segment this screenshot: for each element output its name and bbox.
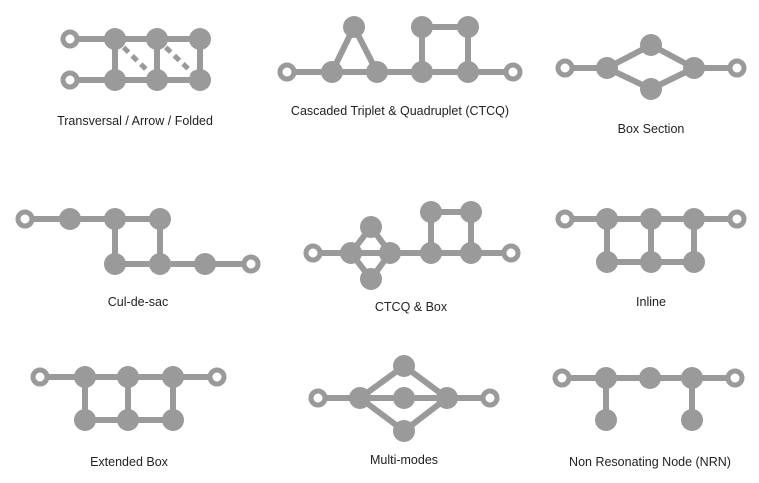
resonator-node <box>640 251 662 273</box>
resonator-node <box>104 69 126 91</box>
label-transversal: Transversal / Arrow / Folded <box>57 114 213 128</box>
resonator-node <box>104 28 126 50</box>
port-node <box>555 58 575 78</box>
resonator-node <box>393 420 415 442</box>
resonator-node <box>162 366 184 388</box>
port-node <box>555 209 575 229</box>
port-node <box>277 62 297 82</box>
port-node <box>30 367 50 387</box>
label-ctcq-box: CTCQ & Box <box>375 300 448 314</box>
label-extended-box: Extended Box <box>90 455 169 469</box>
port-node <box>241 254 261 274</box>
graph-ctcq-box <box>303 201 521 290</box>
port-node <box>60 70 80 90</box>
resonator-node <box>681 367 703 389</box>
resonator-node <box>189 28 211 50</box>
resonator-node <box>393 387 415 409</box>
port-node <box>15 209 35 229</box>
resonator-node <box>360 268 382 290</box>
resonator-node <box>146 28 168 50</box>
resonator-node <box>189 69 211 91</box>
resonator-node <box>117 409 139 431</box>
port-node <box>303 243 323 263</box>
resonator-node <box>596 251 618 273</box>
port-node <box>725 368 745 388</box>
resonator-node <box>595 367 617 389</box>
resonator-node <box>349 387 371 409</box>
resonator-node <box>683 208 705 230</box>
label-ctcq: Cascaded Triplet & Quadruplet (CTCQ) <box>291 104 509 118</box>
resonator-node <box>340 242 362 264</box>
resonator-node <box>460 201 482 223</box>
resonator-node <box>640 78 662 100</box>
graph-multi-modes <box>308 355 500 442</box>
resonator-node <box>596 57 618 79</box>
resonator-node <box>436 387 458 409</box>
resonator-node <box>104 208 126 230</box>
graph-ctcq <box>277 16 523 83</box>
resonator-node <box>321 61 343 83</box>
label-nrn: Non Resonating Node (NRN) <box>569 455 731 469</box>
resonator-node <box>457 61 479 83</box>
resonator-node <box>420 242 442 264</box>
resonator-node <box>640 34 662 56</box>
resonator-node <box>393 355 415 377</box>
graph-transversal <box>60 28 211 91</box>
resonator-node <box>379 242 401 264</box>
port-node <box>503 62 523 82</box>
resonator-node <box>104 253 126 275</box>
graph-box-section <box>555 34 747 100</box>
resonator-node <box>681 409 703 431</box>
graph-inline <box>555 208 747 273</box>
graph-nrn <box>552 367 745 431</box>
resonator-node <box>360 216 382 238</box>
resonator-node <box>596 208 618 230</box>
resonator-node <box>149 253 171 275</box>
resonator-node <box>162 409 184 431</box>
resonator-node <box>460 242 482 264</box>
port-node <box>552 368 572 388</box>
resonator-node <box>74 409 96 431</box>
port-node <box>727 58 747 78</box>
resonator-node <box>683 57 705 79</box>
resonator-node <box>640 208 662 230</box>
resonator-node <box>411 16 433 38</box>
label-cul-de-sac: Cul-de-sac <box>108 295 168 309</box>
port-node <box>480 388 500 408</box>
graph-cul-de-sac <box>15 208 261 275</box>
port-node <box>207 367 227 387</box>
resonator-node <box>366 61 388 83</box>
resonator-node <box>639 367 661 389</box>
resonator-node <box>59 208 81 230</box>
port-node <box>308 388 328 408</box>
port-node <box>60 29 80 49</box>
resonator-node <box>146 69 168 91</box>
label-inline: Inline <box>636 295 666 309</box>
resonator-node <box>457 16 479 38</box>
graph-extended-box <box>30 366 227 431</box>
port-node <box>727 209 747 229</box>
resonator-node <box>343 16 365 38</box>
resonator-node <box>595 409 617 431</box>
label-multi-modes: Multi-modes <box>370 453 438 467</box>
resonator-node <box>683 251 705 273</box>
resonator-node <box>74 366 96 388</box>
resonator-node <box>194 253 216 275</box>
label-box-section: Box Section <box>618 122 685 136</box>
resonator-node <box>420 201 442 223</box>
resonator-node <box>411 61 433 83</box>
port-node <box>501 243 521 263</box>
resonator-node <box>117 366 139 388</box>
resonator-node <box>149 208 171 230</box>
